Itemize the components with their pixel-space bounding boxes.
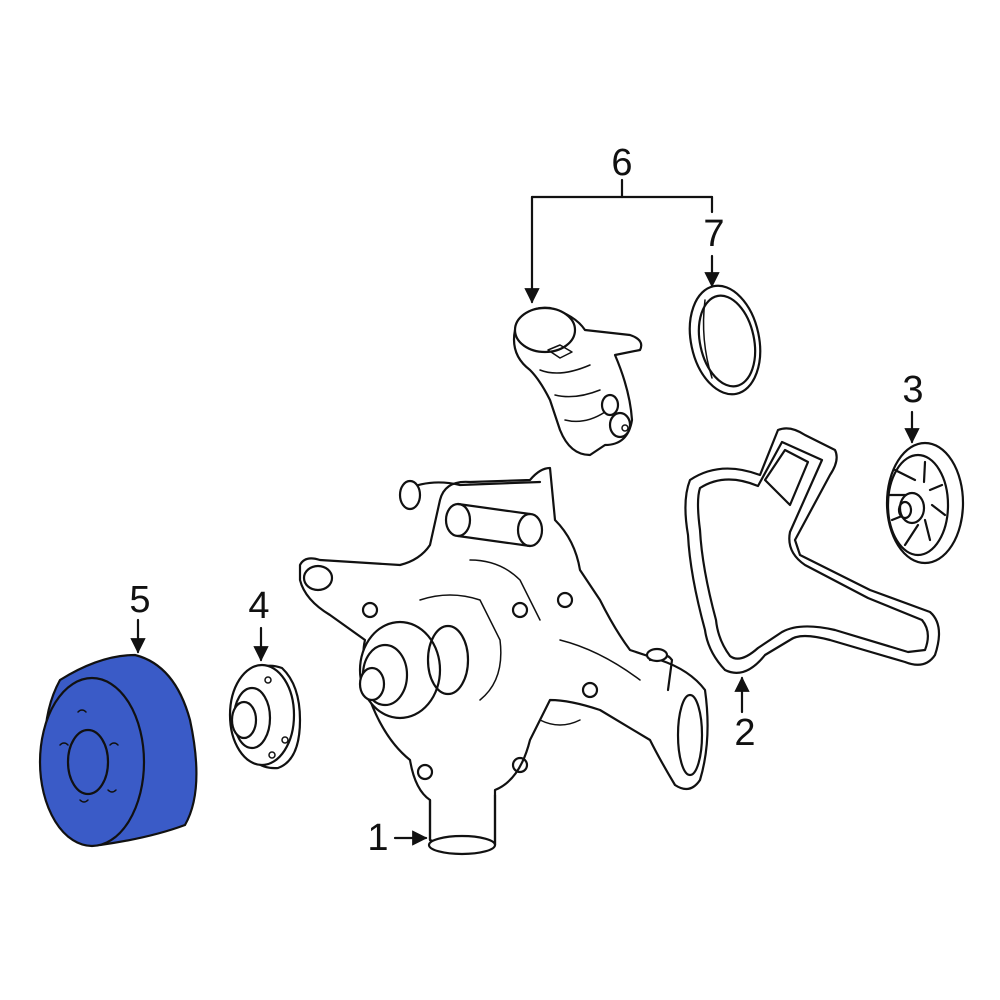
callout-6: 6 [611, 142, 632, 184]
callout-4: 4 [248, 585, 269, 627]
callout-1: 1 [367, 817, 388, 859]
callout-5: 5 [129, 579, 150, 621]
pump-gasket-icon[interactable] [684, 427, 941, 674]
callout-2: 2 [734, 712, 755, 754]
callout-3: 3 [902, 369, 923, 411]
water-pump-housing-icon[interactable] [298, 466, 709, 856]
leader-6 [524, 178, 714, 304]
callout-7: 7 [703, 213, 724, 255]
pulley-icon[interactable] [38, 653, 198, 848]
hub-flange-icon[interactable] [228, 663, 302, 770]
thermostat-housing-icon[interactable] [512, 306, 643, 457]
seal-ring-icon[interactable] [680, 279, 769, 401]
impeller-icon[interactable] [885, 441, 965, 565]
